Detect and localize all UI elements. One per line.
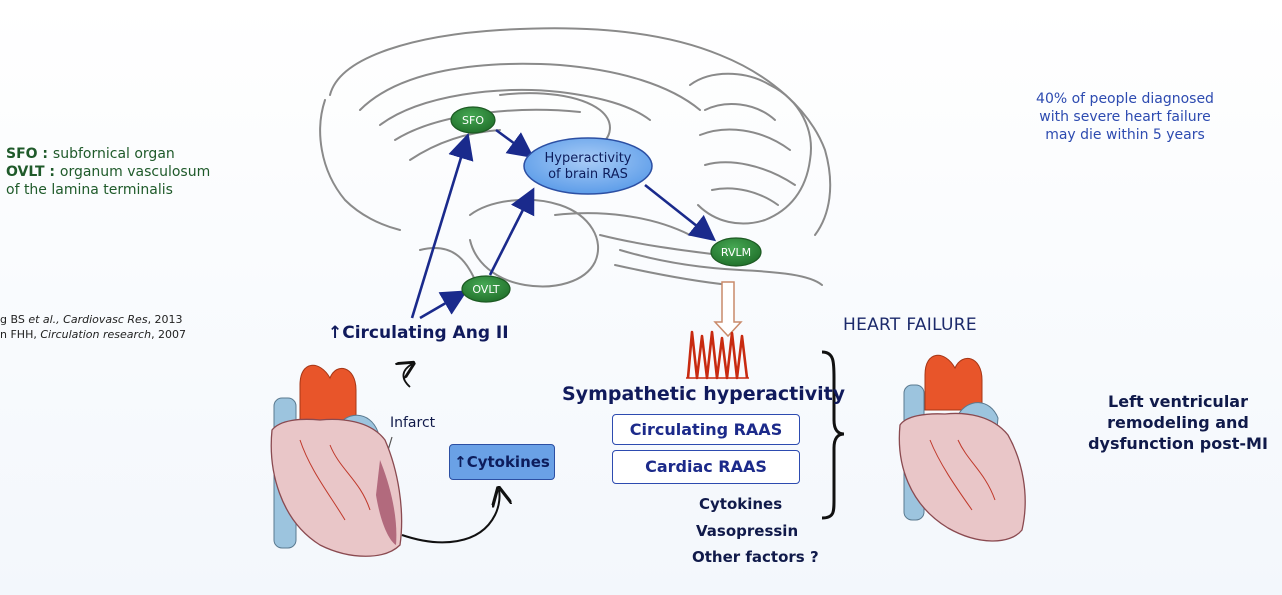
mortality-statistic: 40% of people diagnosed with severe hear… <box>1010 90 1240 144</box>
legend-sfo-abbr: SFO <box>6 146 38 162</box>
legend-ovlt-abbr: OVLT <box>6 164 45 180</box>
arrow-sfo-to-ras <box>495 128 535 159</box>
stat-line-2: with severe heart failure <box>1039 109 1211 125</box>
reference-1: g BS et al., Cardiovasc Res, 2013 <box>0 312 183 327</box>
reference-1-journal: et al., Cardiovasc Res <box>28 313 148 326</box>
stat-line-3: may die within 5 years <box>1045 127 1205 143</box>
brain-outline <box>319 27 832 291</box>
heart-right-icon <box>898 354 1026 542</box>
reference-2: n FHH, Circulation research, 2007 <box>0 327 186 342</box>
legend-ovlt-sep: : <box>44 164 60 180</box>
circulating-ang-label: ↑Circulating Ang II <box>328 323 509 343</box>
arrow-ang-to-ovlt <box>419 290 468 320</box>
reference-1-year: , 2013 <box>147 313 183 326</box>
sympathetic-spikes-icon <box>686 330 749 380</box>
legend-sfo-full: subfornical organ <box>52 146 175 162</box>
cytokines-box: ↑Cytokines <box>449 444 555 480</box>
hollow-down-arrow <box>713 281 743 338</box>
lv-remodeling-text: Left ventricular remodeling and dysfunct… <box>1078 391 1278 454</box>
lv-line-3: dysfunction post-MI <box>1088 434 1268 453</box>
node-sfo: SFO <box>450 106 496 134</box>
rvlm-label: RVLM <box>721 246 751 259</box>
cytokines-factor: Cytokines <box>699 495 783 513</box>
ras-label-2: of brain RAS <box>548 167 628 182</box>
vasopressin-factor: Vasopressin <box>696 522 799 540</box>
sympathetic-label: Sympathetic hyperactivity <box>562 383 846 405</box>
legend-sfo-sep: : <box>37 146 53 162</box>
ovlt-label: OVLT <box>472 283 500 296</box>
node-rvlm: RVLM <box>710 237 762 267</box>
reference-2-year: , 2007 <box>151 328 187 341</box>
arrow-heart-to-cytokines <box>401 490 500 544</box>
lv-line-2: remodeling and <box>1107 413 1249 432</box>
reference-2-author: n FHH, <box>0 328 41 341</box>
other-factors: Other factors ? <box>692 548 819 566</box>
right-curly-brace <box>821 350 845 520</box>
reference-1-author: g BS <box>0 313 29 326</box>
lv-line-1: Left ventricular <box>1108 392 1248 411</box>
arrow-ang-to-sfo <box>410 133 474 319</box>
ras-label-1: Hyperactivity <box>545 151 632 166</box>
legend-ovlt-cont: of the lamina terminalis <box>6 182 173 198</box>
legend-sfo: SFO : subfornical organ <box>6 145 175 163</box>
legend-ovlt-full: organum vasculosum <box>59 164 211 180</box>
legend-ovlt: OVLT : organum vasculosum <box>6 163 210 181</box>
arrow-ovlt-to-ras <box>488 187 535 276</box>
heart-failure-title: HEART FAILURE <box>843 315 977 335</box>
circulating-raas-box: Circulating RAAS <box>612 414 800 445</box>
arrow-ras-to-rvlm <box>644 183 717 242</box>
infarct-label: Infarct <box>390 415 436 431</box>
stat-line-1: 40% of people diagnosed <box>1036 91 1214 107</box>
cardiac-raas-box: Cardiac RAAS <box>612 450 800 484</box>
node-ovlt: OVLT <box>461 275 511 303</box>
arrow-heart-to-ang <box>403 364 412 388</box>
heart-left-icon <box>270 364 403 557</box>
brain-arrows <box>410 128 717 320</box>
sfo-label: SFO <box>462 114 484 127</box>
reference-2-journal: Circulation research <box>40 328 152 341</box>
node-ras: Hyperactivity of brain RAS <box>523 137 653 195</box>
